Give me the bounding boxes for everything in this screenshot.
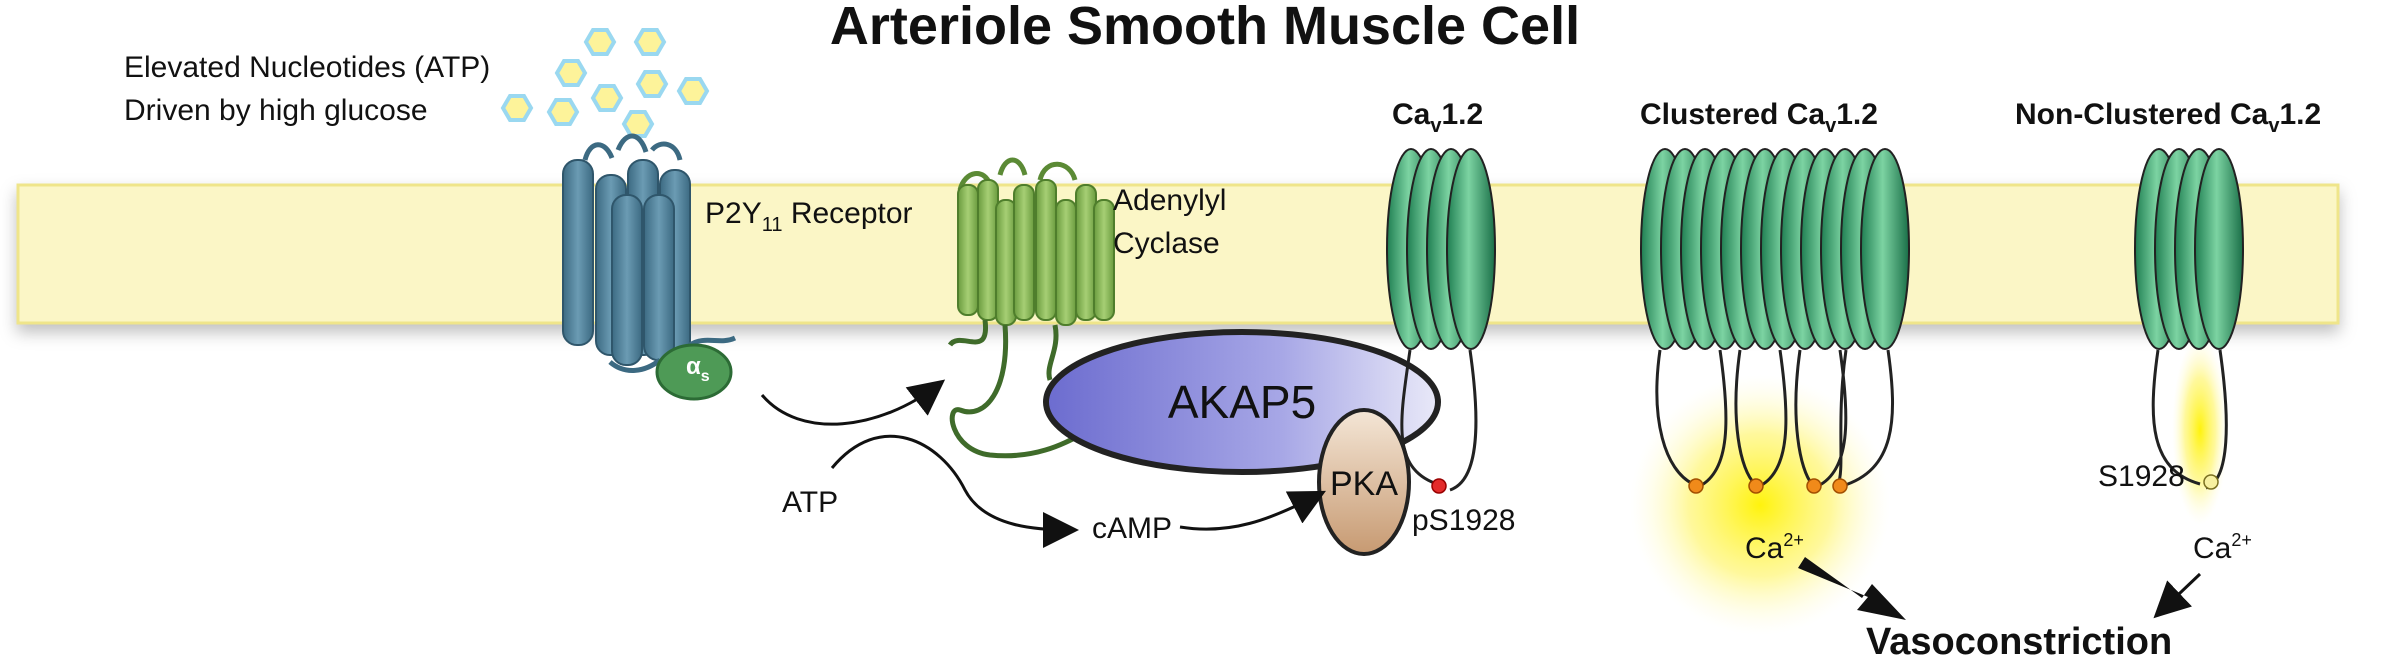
nucleotide-hexagon-icon	[583, 28, 617, 56]
nucleotide-hexagon-icon	[633, 28, 667, 56]
s1928-label: S1928	[2098, 460, 2185, 493]
nonclustered-cav12-channel	[2134, 148, 2244, 490]
cell-membrane	[16, 183, 2340, 325]
atp-molecules	[500, 28, 710, 138]
phospho-site-orange	[1688, 478, 1704, 494]
alpha-s-label: αs	[686, 353, 710, 385]
alpha-s-to-cyclase-arrow	[760, 379, 946, 426]
p2y11-receptor	[562, 133, 737, 373]
nucleotide-hexagon-icon	[554, 59, 588, 87]
phospho-site-orange	[1806, 478, 1822, 494]
calcium-label-nonclustered: Ca2+	[2193, 530, 2252, 565]
clustered-cav12-label: Clustered Cav1.2	[1640, 98, 1878, 137]
phospho-site-orange	[1748, 478, 1764, 494]
calcium-label-clustered: Ca2+	[1745, 530, 1804, 565]
cav12-channel	[1386, 148, 1496, 492]
p2y11-label: P2Y11 Receptor	[705, 197, 913, 236]
calcium-glow-nonclustered	[2172, 335, 2228, 525]
calcium-glow-clustered	[1630, 375, 1890, 635]
nucleotides-line1: Elevated Nucleotides (ATP)	[124, 51, 490, 84]
nucleotide-hexagon-icon	[500, 94, 534, 122]
vasoconstriction-thick-arrow	[1798, 557, 1906, 620]
nucleotide-hexagon-icon	[590, 84, 624, 112]
ps1928-label: pS1928	[1412, 504, 1515, 537]
nucleotide-hexagon-icon	[621, 110, 655, 138]
nonclustered-thin-arrow	[2153, 572, 2202, 619]
camp-to-pka-arrow	[1179, 490, 1326, 531]
nucleotide-hexagon-icon	[676, 77, 710, 105]
vasoconstriction-label: Vasoconstriction	[1866, 621, 2172, 662]
alpha-s-subunit	[655, 343, 733, 401]
nucleotide-hexagon-icon	[635, 70, 669, 98]
nonclustered-cav12-label: Non-Clustered Cav1.2	[2015, 98, 2321, 137]
cav12-label: Cav1.2	[1392, 98, 1483, 137]
nucleotides-line2: Driven by high glucose	[124, 94, 428, 127]
page-title: Arteriole Smooth Muscle Cell	[830, 0, 1580, 56]
atp-to-camp-arrow	[830, 434, 1079, 548]
phospho-site-red	[1431, 478, 1447, 494]
atp-label: ATP	[782, 486, 838, 519]
pka-label: PKA	[1330, 465, 1398, 503]
adenylyl-label-line2: Cyclase	[1113, 227, 1220, 260]
adenylyl-cyclase	[947, 157, 1115, 459]
adenylyl-label-line1: Adenylyl	[1113, 184, 1226, 217]
clustered-cav12-channels	[1640, 148, 1910, 488]
phospho-site-orange	[1832, 478, 1848, 494]
unphosphorylated-site	[2203, 474, 2219, 490]
nucleotide-hexagon-icon	[546, 98, 580, 126]
pka-protein	[1317, 408, 1411, 556]
akap5-label: AKAP5	[1168, 376, 1316, 428]
camp-label: cAMP	[1092, 512, 1172, 545]
